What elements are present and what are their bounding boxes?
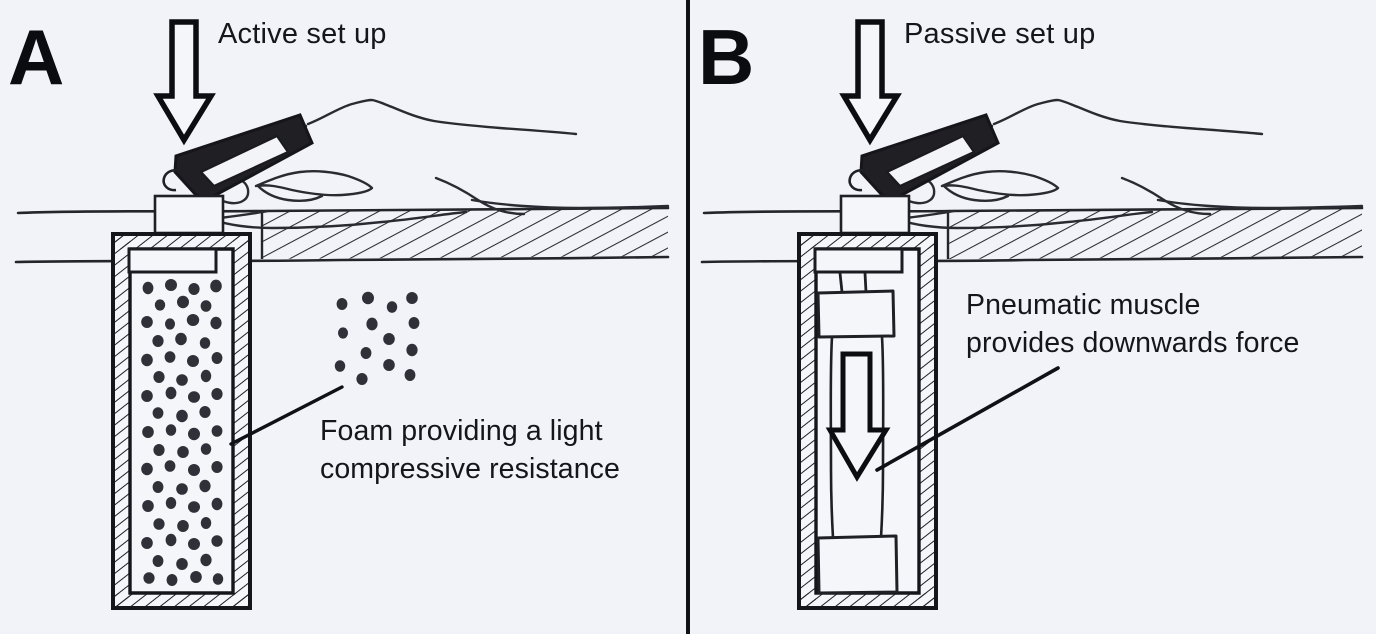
panel-b-caption-line-1: Pneumatic muscle	[966, 289, 1201, 321]
panel-a-caption: Foam providing a light compressive resis…	[320, 413, 620, 488]
panel-b-heading: Passive set up	[904, 18, 1096, 50]
plunger-cap	[153, 194, 225, 235]
finger-mounted-device	[162, 113, 314, 200]
panel-active-setup: A Active set up Foam providing a light c…	[0, 0, 686, 634]
force-arrow-icon	[825, 351, 891, 482]
leader-line	[229, 385, 344, 446]
panel-letter-b: B	[698, 13, 754, 101]
foam-detail-callout	[334, 291, 420, 385]
panel-a-drawing	[14, 19, 670, 610]
down-block-arrow-icon	[839, 19, 902, 146]
panel-b-caption-line-2: provides downwards force	[966, 326, 1300, 359]
foam-fill-dots	[141, 279, 224, 586]
panel-b-drawing	[700, 19, 1364, 610]
leader-line	[875, 366, 1060, 472]
panel-letter-a: A	[8, 13, 64, 101]
panel-b-caption: Pneumatic muscle provides downwards forc…	[966, 287, 1299, 362]
down-block-arrow-icon	[153, 19, 216, 146]
plunger-cap	[839, 194, 911, 235]
pneumatic-muscle	[816, 272, 899, 595]
panel-a-caption-line-2: compressive resistance	[320, 452, 620, 485]
panel-divider	[686, 0, 690, 634]
hand-sketch	[211, 98, 670, 230]
panel-a-heading: Active set up	[218, 18, 387, 50]
panel-a-caption-line-1: Foam providing a light	[320, 415, 603, 447]
panel-passive-setup: B Passive set up Pneumatic muscle provid…	[690, 0, 1376, 634]
